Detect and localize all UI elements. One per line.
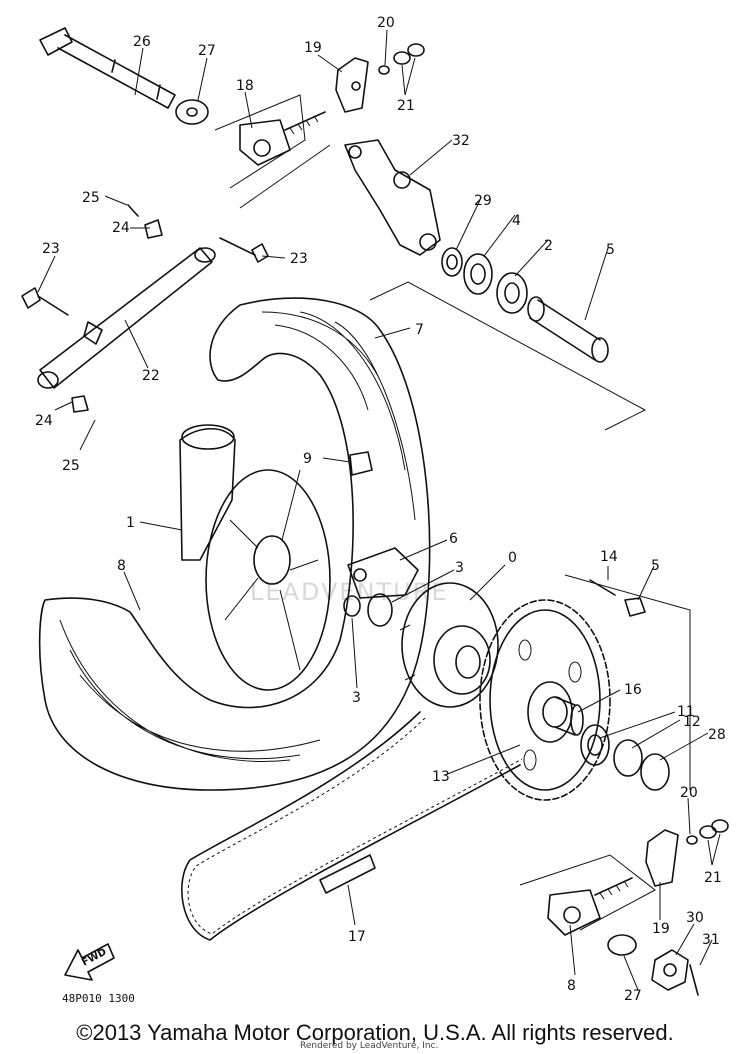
label-23: 23	[290, 251, 308, 267]
washer-top	[175, 99, 209, 125]
label-31: 31	[702, 932, 720, 948]
label-20: 20	[377, 15, 395, 31]
label-4: 4	[512, 213, 521, 229]
drive-chain	[181, 711, 523, 941]
label-6: 6	[449, 531, 458, 547]
part-labels: 26 27 18 19 20 21 32 29 4 2 5 7 25 24 23…	[35, 15, 726, 1004]
nut-5	[624, 597, 646, 617]
bolt-23-right	[219, 237, 269, 263]
caliper	[347, 547, 419, 599]
label-17: 17	[348, 929, 366, 945]
chain-adjuster-right	[547, 877, 633, 936]
washer-bottom	[607, 934, 637, 956]
collar-29	[441, 247, 463, 277]
label-13: 13	[432, 769, 450, 785]
nuts-bottom	[699, 819, 729, 839]
label-1: 1	[126, 515, 135, 531]
label-21: 21	[704, 870, 722, 886]
label-5: 5	[606, 242, 615, 258]
label-19: 19	[304, 40, 322, 56]
label-19: 19	[652, 921, 670, 937]
label-32: 32	[452, 133, 470, 149]
bearing-11	[580, 724, 610, 766]
nuts-top	[393, 43, 425, 65]
oil-seal-3	[343, 593, 393, 627]
label-9: 9	[303, 451, 312, 467]
label-20: 20	[680, 785, 698, 801]
label-27: 27	[624, 988, 642, 1004]
bearing-2	[496, 272, 528, 314]
bolt-23-left	[21, 287, 69, 316]
cotter-pin-bottom	[689, 964, 699, 996]
fwd-label: FWD	[80, 947, 108, 969]
drawing-code: 48P010 1300	[62, 992, 135, 1005]
caliper-bracket	[344, 139, 441, 256]
cotter-pin-top	[127, 204, 139, 217]
label-0: 0	[508, 550, 517, 566]
stud	[589, 579, 616, 596]
spacer-tube	[527, 296, 609, 363]
torque-rod	[37, 247, 216, 389]
collar-16	[542, 696, 584, 736]
label-8: 8	[567, 978, 576, 994]
label-14: 14	[600, 549, 618, 565]
oil-seal-12	[613, 739, 643, 777]
wheel-hub	[179, 424, 331, 691]
damper	[349, 451, 373, 476]
plate-top	[335, 57, 369, 113]
label-24: 24	[35, 413, 53, 429]
small-washer-bottom	[686, 835, 698, 845]
collar-24-bottom	[71, 395, 89, 413]
collar-28	[640, 753, 670, 791]
small-washer-top	[378, 65, 390, 75]
small-credit: Rendered by LeadVenture, Inc.	[300, 1041, 438, 1051]
collar-24-top	[144, 219, 163, 239]
label-12: 12	[683, 714, 701, 730]
label-25: 25	[82, 190, 100, 206]
label-29: 29	[474, 193, 492, 209]
label-30: 30	[686, 910, 704, 926]
rear-tire	[38, 297, 431, 791]
rear-sprocket	[479, 599, 611, 801]
fwd-arrow-icon: FWD	[64, 943, 115, 981]
label-21: 21	[397, 98, 415, 114]
axle-bolt	[39, 27, 176, 109]
label-7: 7	[415, 322, 424, 338]
label-22: 22	[142, 368, 160, 384]
axle-nut	[651, 949, 689, 991]
label-24: 24	[112, 220, 130, 236]
label-18: 18	[236, 78, 254, 94]
sprocket-hub	[399, 582, 499, 708]
label-5: 5	[651, 558, 660, 574]
label-26: 26	[133, 34, 151, 50]
label-28: 28	[708, 727, 726, 743]
label-27: 27	[198, 43, 216, 59]
label-8: 8	[117, 558, 126, 574]
label-2: 2	[544, 238, 553, 254]
bearing-4	[463, 253, 493, 295]
chain-adjuster-left	[214, 94, 326, 189]
label-3: 3	[455, 560, 464, 576]
plate-bottom	[645, 829, 679, 887]
label-11: 11	[677, 704, 695, 720]
label-16: 16	[624, 682, 642, 698]
leader-lines	[37, 29, 721, 991]
label-3: 3	[352, 690, 361, 706]
label-25: 25	[62, 458, 80, 474]
copyright-notice: ©2013 Yamaha Motor Corporation, U.S.A. A…	[76, 1020, 674, 1045]
label-23: 23	[42, 241, 60, 257]
